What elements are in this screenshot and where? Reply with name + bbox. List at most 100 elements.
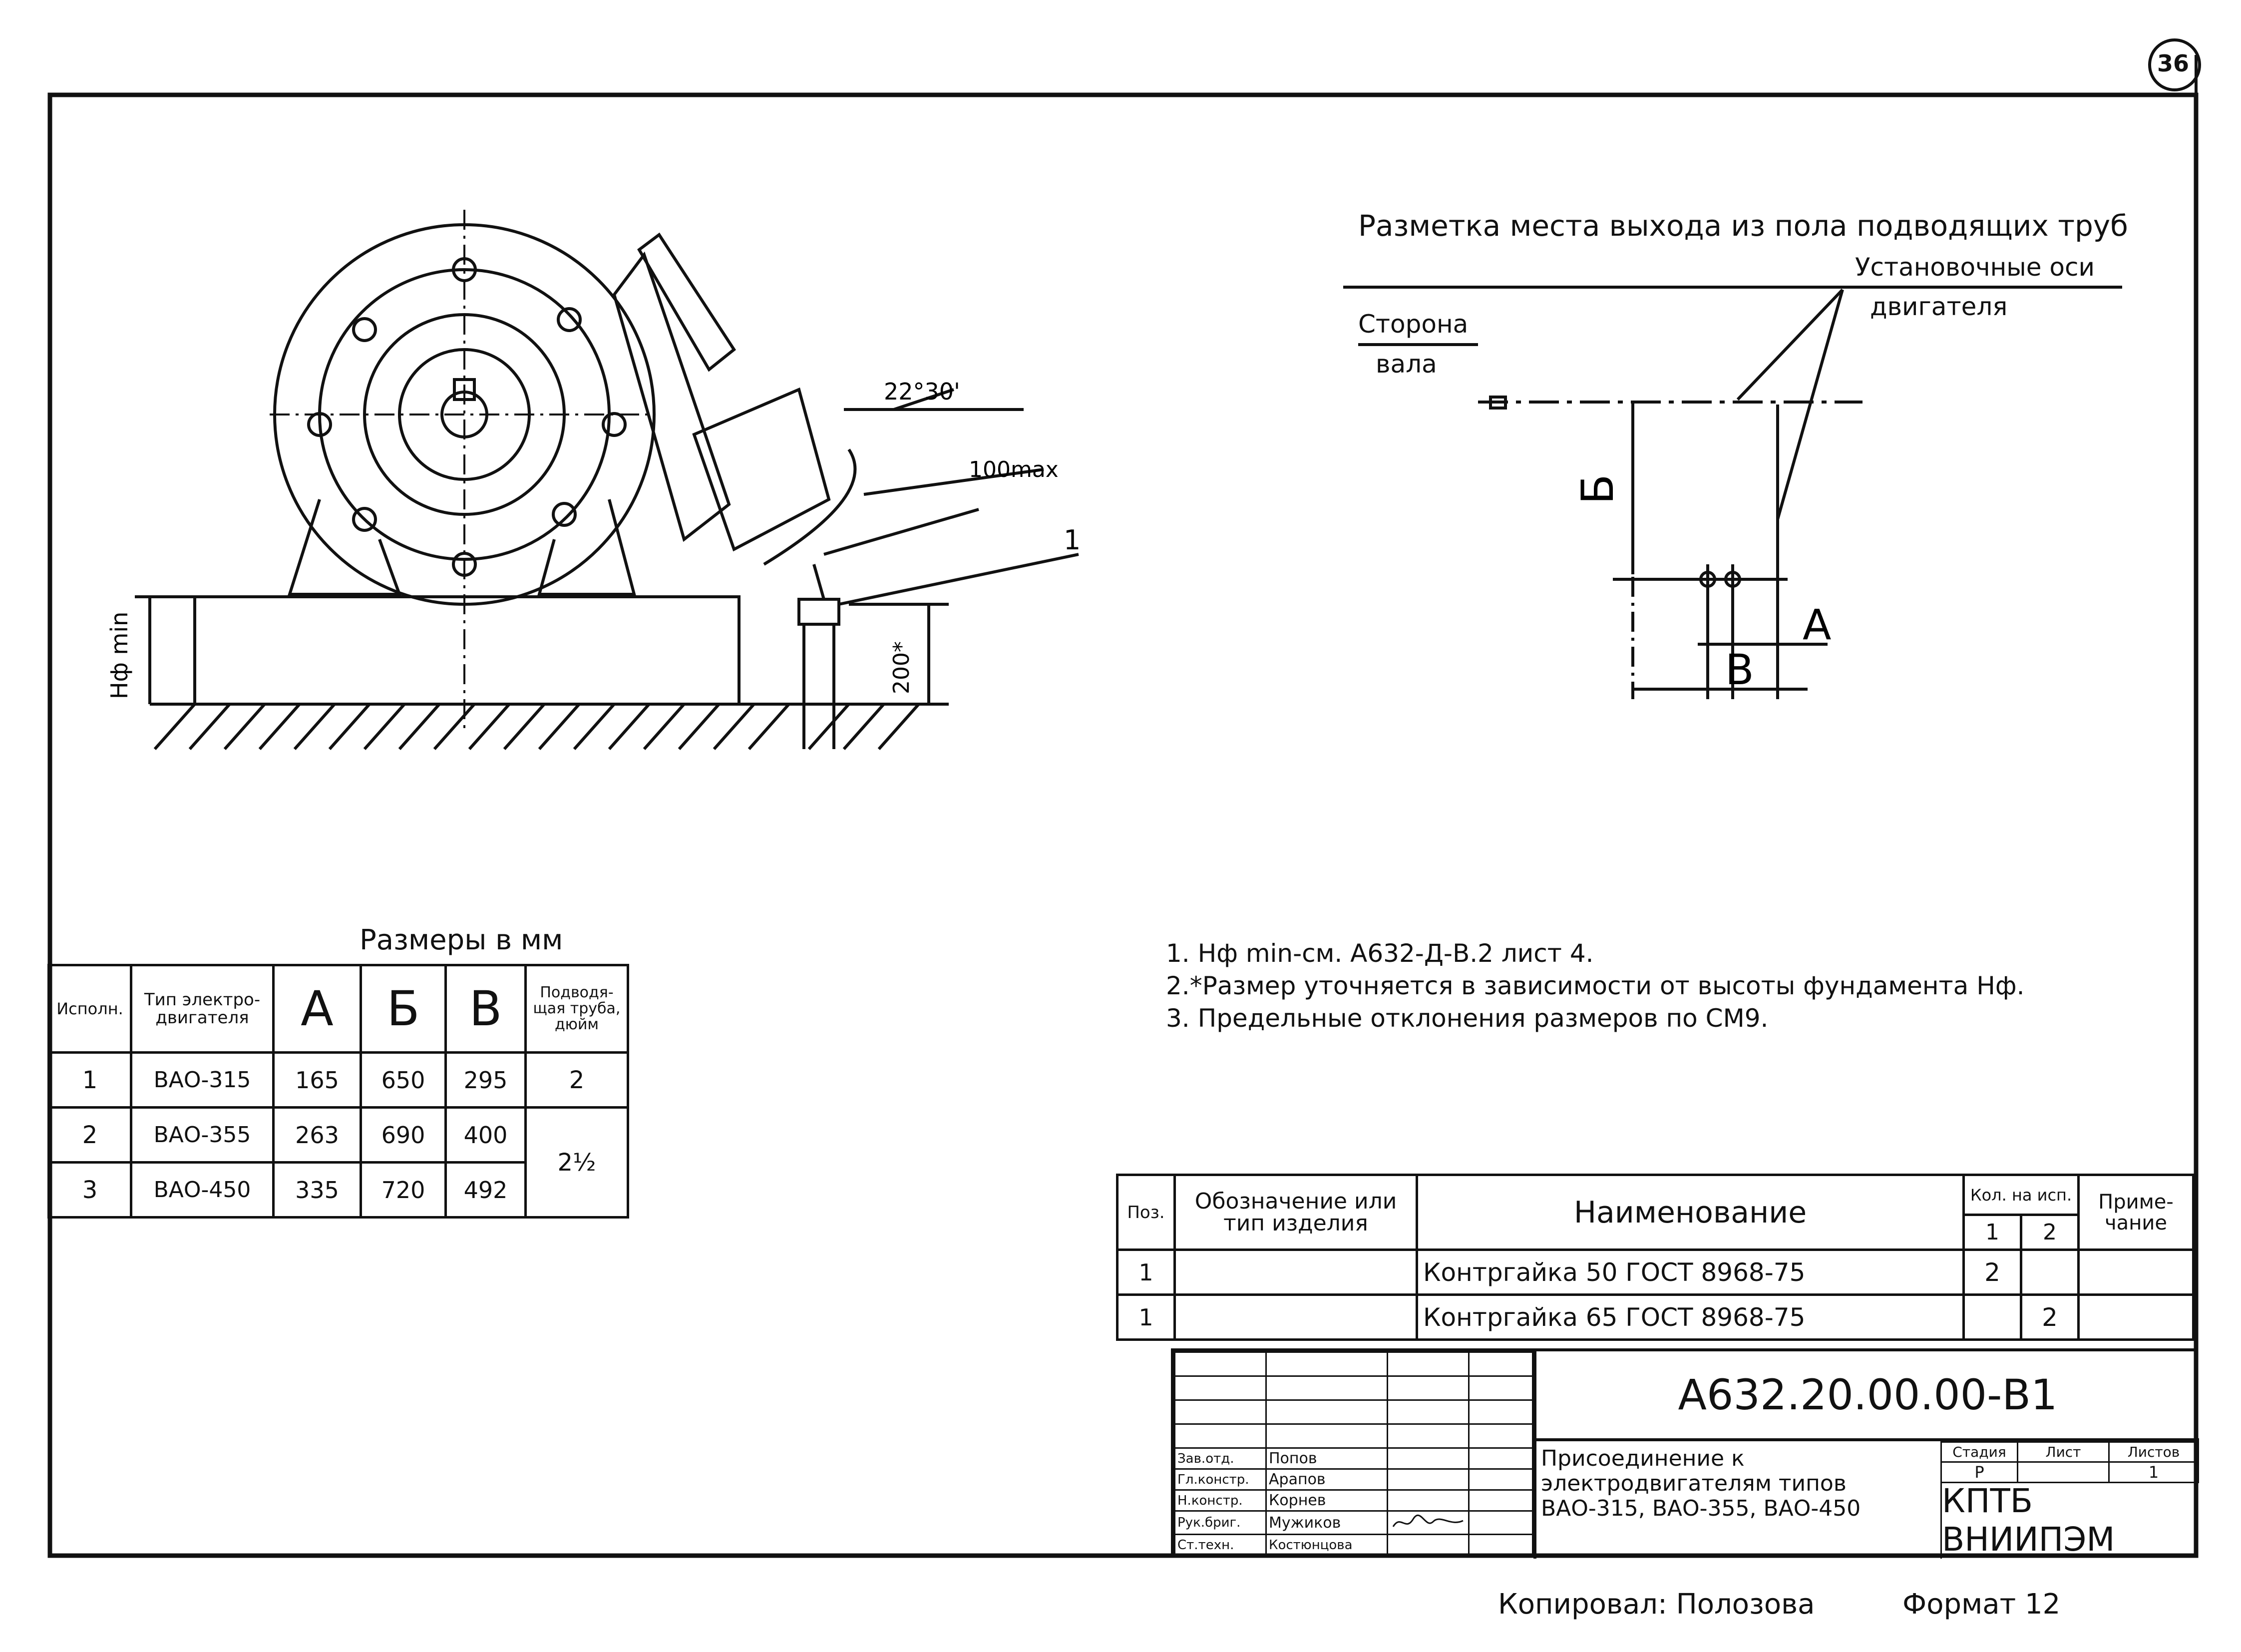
person: Попов: [1265, 1447, 1388, 1470]
sizes-table-caption: Размеры в мм: [360, 924, 563, 956]
cell-motor: ВАО-315: [130, 1051, 275, 1109]
cell-a: 335: [272, 1161, 362, 1219]
spec-header-pos: Поз.: [1116, 1174, 1176, 1251]
angle-label: 22°30': [884, 378, 960, 405]
height-dim-label: 200*: [889, 641, 914, 694]
dim-v-label: В: [1725, 645, 1754, 694]
role: Зав.отд.: [1174, 1447, 1267, 1470]
marking-scheme: [1343, 286, 2122, 699]
spec-cell-name: Контргайка 50 ГОСТ 8968-75: [1416, 1248, 1965, 1296]
shaft-label-line1: Сторона: [1358, 310, 1469, 339]
dim-a-label: А: [1803, 600, 1831, 649]
sizes-header-b: Б: [360, 964, 447, 1054]
document-code: А632.20.00.00-В1: [1678, 1370, 2058, 1419]
cell-b: 720: [360, 1161, 447, 1219]
document-title: Присоединение к электродвигателям типов …: [1541, 1446, 1861, 1521]
signature-grid: Зав.отд. Попов Гл.констр. Арапов Н.конст…: [1174, 1351, 1533, 1556]
sizes-header-a: А: [272, 964, 362, 1054]
list-item: Н.констр. Корнев: [1174, 1489, 1533, 1512]
person: Костюнцова: [1265, 1534, 1388, 1556]
spec-header-note: Приме-чание: [2077, 1174, 2195, 1251]
spec-cell-designation: [1173, 1248, 1418, 1296]
organization: КПТБ ВНИИПЭМ: [1942, 1481, 2115, 1559]
sizes-header-pipe: Подводя-щая труба, дюйм: [524, 964, 629, 1054]
spec-cell-note: [2077, 1248, 2195, 1296]
axes-label-line2: двигателя: [1870, 292, 2008, 321]
cell-v: 295: [444, 1051, 527, 1109]
cell-variant: 3: [47, 1161, 132, 1219]
cell-variant: 2: [47, 1106, 132, 1164]
cell-b: 650: [360, 1051, 447, 1109]
sizes-header-motor: Тип электро-двигателя: [130, 964, 275, 1054]
title-block: Зав.отд. Попов Гл.констр. Арапов Н.конст…: [1171, 1348, 2199, 1559]
sizes-table: Исполн. Тип электро-двигателя А Б В Подв…: [47, 964, 629, 1219]
marking-title: Разметка места выхода из пола подводящих…: [1358, 209, 2128, 243]
signature: [1387, 1510, 1470, 1535]
sheet-frame: [47, 92, 2199, 1558]
list-item: Рук.бриг. Мужиков: [1174, 1510, 1533, 1535]
note-3: 3. Предельные отклонения размеров по СМ9…: [1166, 1004, 1769, 1033]
dim-b-label: Б: [1572, 474, 1623, 504]
spec-cell-q2: 2: [2020, 1293, 2080, 1341]
table-row: 3 ВАО-450 335 720 492: [47, 1161, 628, 1219]
list-item: Зав.отд. Попов: [1174, 1447, 1533, 1470]
sheet-value: [2017, 1461, 2110, 1483]
stage-label: Стадия: [1940, 1441, 2018, 1463]
person: Корнев: [1265, 1489, 1388, 1512]
sheets-value: 1: [2108, 1461, 2199, 1483]
role: Н.констр.: [1174, 1489, 1267, 1512]
spec-cell-pos: 1: [1116, 1293, 1176, 1341]
clearance-label: 100max: [969, 457, 1059, 482]
table-row: 1 Контргайка 50 ГОСТ 8968-75 2: [1116, 1248, 2195, 1296]
spec-header-name: Наименование: [1416, 1174, 1965, 1251]
cell-variant: 1: [47, 1051, 132, 1109]
role: Гл.констр.: [1174, 1468, 1267, 1491]
cell-a: 263: [272, 1106, 362, 1164]
spec-cell-q1: [1962, 1293, 2022, 1341]
cell-v: 400: [444, 1106, 527, 1164]
sizes-header-variant: Исполн.: [47, 964, 132, 1054]
copied-by: Копировал: Полозова: [1498, 1588, 1815, 1621]
cell-a: 165: [272, 1051, 362, 1109]
spec-header-qty-1: 1: [1962, 1214, 2022, 1251]
table-row: 1 ВАО-315 165 650 295 2: [47, 1051, 629, 1109]
shaft-label-line2: вала: [1376, 350, 1437, 379]
sheets-label: Листов: [2108, 1441, 2199, 1463]
foundation-height-label: Hф min: [106, 612, 133, 699]
position-label: 1: [1064, 524, 1081, 556]
cell-pipe: 2½: [524, 1106, 629, 1219]
spec-table: Поз. Обозначение или тип изделия Наимено…: [1116, 1174, 2195, 1341]
table-row: 2 ВАО-355 263 690 400 2½: [47, 1106, 629, 1219]
cell-pipe: 2: [524, 1051, 629, 1109]
cell-b: 690: [360, 1106, 447, 1164]
role: Рук.бриг.: [1174, 1510, 1267, 1535]
person: Мужиков: [1265, 1510, 1388, 1535]
paper-format: Формат 12: [1902, 1588, 2061, 1621]
spec-header-designation: Обозначение или тип изделия: [1173, 1174, 1418, 1251]
axes-label-line1: Установочные оси: [1855, 253, 2095, 282]
spec-header-qty-2: 2: [2020, 1214, 2080, 1251]
spec-cell-q1: 2: [1962, 1248, 2022, 1296]
spec-cell-designation: [1173, 1293, 1418, 1341]
sheet-number-circle: [2148, 38, 2201, 91]
person: Арапов: [1265, 1468, 1388, 1491]
note-2: 2.*Размер уточняется в зависимости от вы…: [1166, 971, 2025, 1000]
spec-cell-note: [2077, 1293, 2195, 1341]
stage-value: Р: [1940, 1461, 2018, 1483]
cell-v: 492: [444, 1161, 527, 1219]
list-item: Ст.техн. Костюнцова: [1174, 1534, 1533, 1556]
note-1: 1. Нф min-см. А632-Д-В.2 лист 4.: [1166, 939, 1594, 968]
spec-header-qty: Кол. на исп.: [1962, 1174, 2080, 1216]
sheet-label: Лист: [2017, 1441, 2110, 1463]
spec-cell-pos: 1: [1116, 1248, 1176, 1296]
role: Ст.техн.: [1174, 1534, 1267, 1556]
stage-table: Стадия Лист Листов Р 1: [1940, 1441, 2199, 1483]
spec-cell-name: Контргайка 65 ГОСТ 8968-75: [1416, 1293, 1965, 1341]
cell-motor: ВАО-450: [130, 1161, 275, 1219]
list-item: Гл.констр. Арапов: [1174, 1468, 1533, 1491]
motor-elevation: [135, 210, 1079, 750]
spec-cell-q2: [2020, 1248, 2080, 1296]
sheet-number: 36: [2157, 50, 2190, 77]
cell-motor: ВАО-355: [130, 1106, 275, 1164]
